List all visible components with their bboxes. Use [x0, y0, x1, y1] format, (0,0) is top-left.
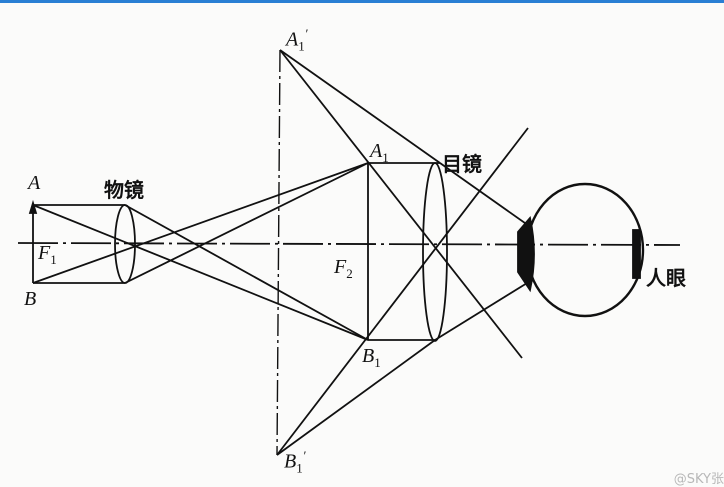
- ray: [279, 49, 523, 359]
- object-arrowhead: [28, 199, 38, 214]
- ray: [434, 279, 533, 341]
- optical-axis: [17, 242, 681, 246]
- label-F2: F2: [334, 256, 353, 281]
- watermark: @SKY张: [673, 472, 724, 487]
- label-A1: A1: [370, 140, 389, 165]
- top-border: [0, 0, 724, 3]
- ray: [276, 127, 529, 456]
- eyepiece-lens: [422, 162, 448, 342]
- ray: [439, 162, 533, 229]
- ray: [124, 162, 369, 284]
- retina: [632, 229, 641, 279]
- label-B1-prime: B1′: [284, 448, 306, 476]
- ray: [32, 204, 369, 341]
- label-objective: 物镜: [104, 178, 144, 202]
- image-plane-virtual: [276, 49, 281, 456]
- eyeball: [525, 182, 645, 318]
- label-F1: F1: [38, 242, 57, 267]
- label-eyepiece: 目镜: [442, 152, 482, 176]
- ray: [276, 339, 436, 456]
- label-A: A: [28, 172, 41, 194]
- ray: [124, 204, 369, 341]
- label-A1-prime: A1′: [286, 26, 308, 54]
- label-B: B: [24, 288, 37, 310]
- label-B1: B1: [362, 345, 381, 370]
- eye-lens-pupil: [517, 216, 535, 293]
- ray: [32, 162, 369, 284]
- label-eye: 人眼: [646, 266, 686, 290]
- ray: [279, 49, 441, 164]
